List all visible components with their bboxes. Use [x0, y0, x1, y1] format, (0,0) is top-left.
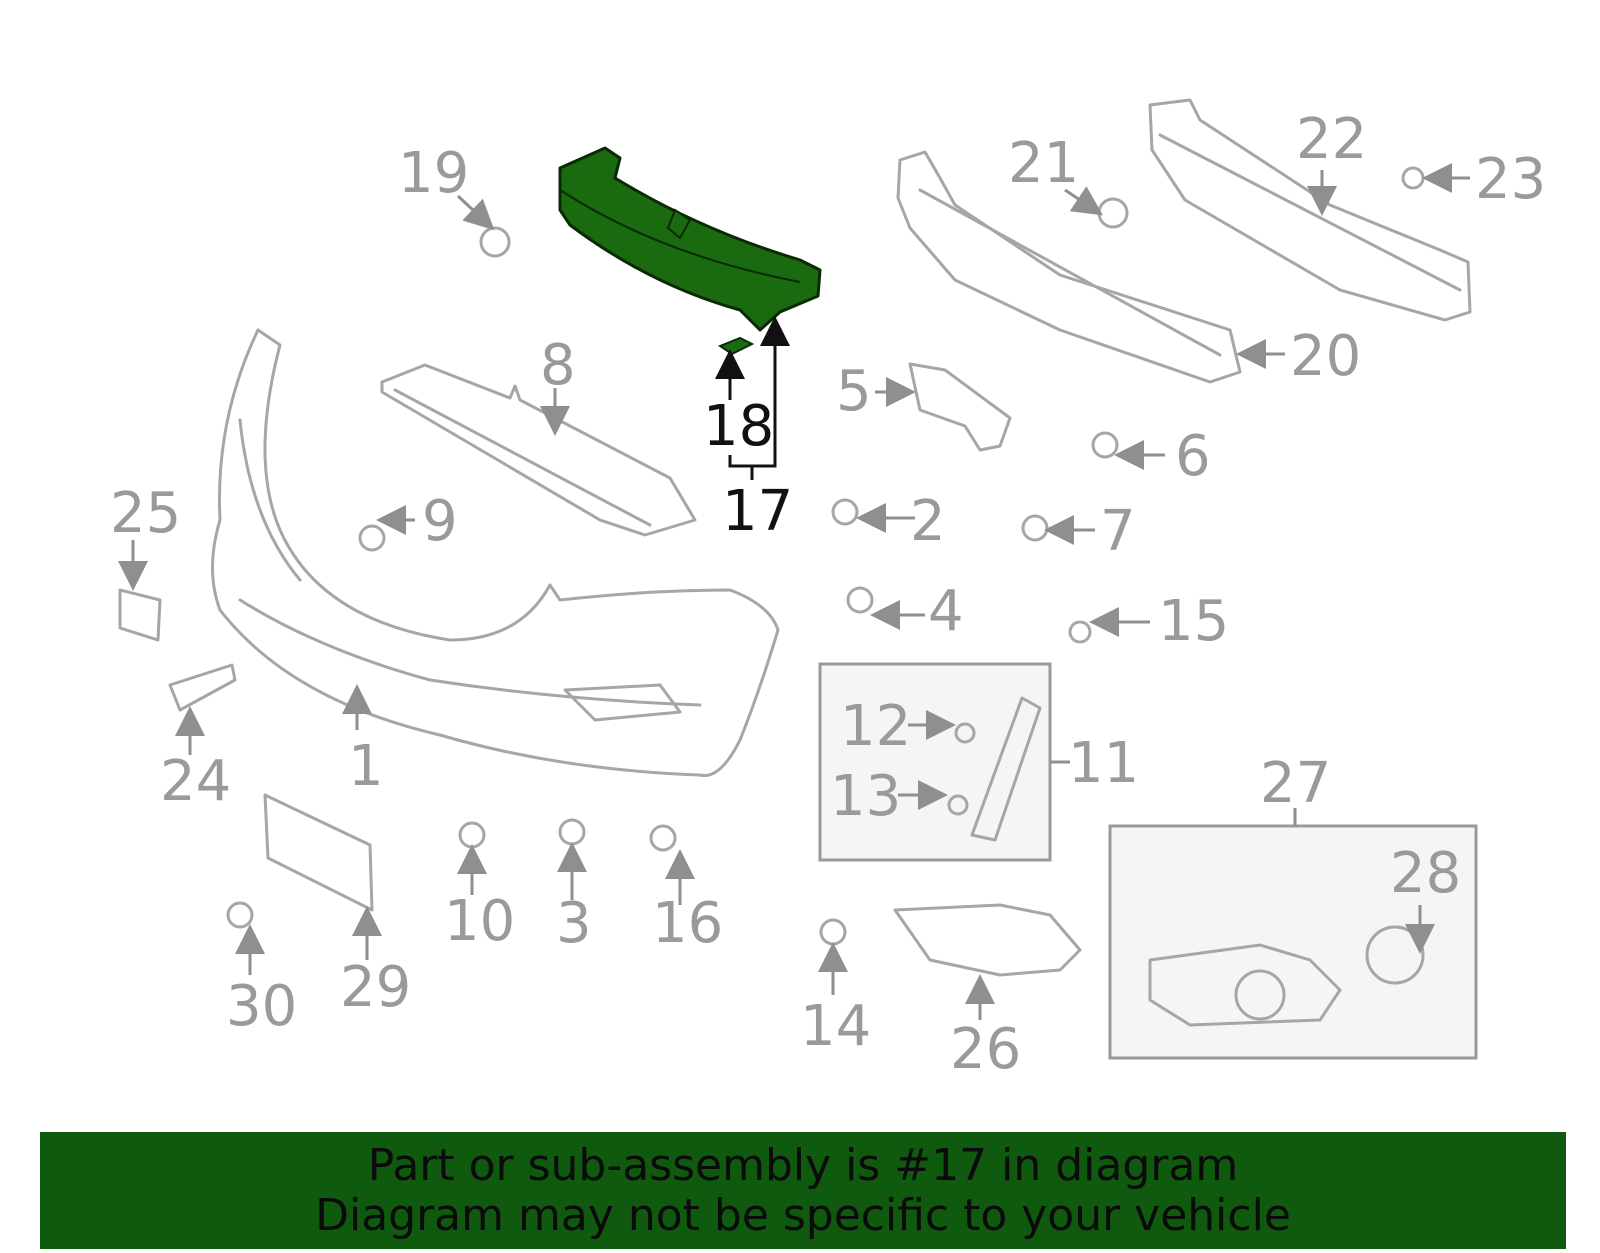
callout-27: 27 — [1260, 751, 1331, 816]
callout-23: 23 — [1475, 147, 1546, 212]
leader-lines — [118, 163, 1470, 1020]
part-20-reinforcement[interactable] — [896, 150, 1242, 384]
callout-6: 6 — [1175, 424, 1211, 489]
fasteners — [118, 166, 1425, 946]
callout-13: 13 — [830, 764, 901, 829]
callout-15: 15 — [1158, 589, 1229, 654]
callout-30: 30 — [226, 974, 297, 1039]
part-1-bumper-cover[interactable] — [211, 328, 780, 778]
part-29-license-bracket[interactable] — [263, 793, 374, 912]
callout-5: 5 — [836, 359, 872, 424]
callout-20: 20 — [1290, 324, 1361, 389]
part-17-energy-absorber[interactable] — [558, 146, 822, 332]
callout-25: 25 — [110, 481, 181, 546]
callout-8: 8 — [540, 333, 576, 398]
callout-24: 24 — [160, 749, 231, 814]
callout-18: 18 — [703, 394, 774, 459]
callout-2: 2 — [910, 489, 946, 554]
info-banner: Part or sub-assembly is #17 in diagram D… — [40, 1132, 1566, 1249]
callout-22: 22 — [1296, 107, 1367, 172]
callout-9: 9 — [422, 489, 458, 554]
part-11-box — [818, 662, 1052, 862]
callout-4: 4 — [928, 579, 964, 644]
callout-17: 17 — [722, 479, 793, 544]
part-26-bezel[interactable] — [893, 903, 1082, 977]
part-5-bracket[interactable] — [908, 362, 1012, 452]
callout-3: 3 — [556, 891, 592, 956]
banner-line-1: Part or sub-assembly is #17 in diagram — [367, 1139, 1239, 1191]
callout-11: 11 — [1068, 731, 1139, 796]
callout-labels: 1 2 3 4 5 6 7 8 9 10 11 12 13 14 15 16 1… — [110, 107, 1546, 1082]
part-18-clip[interactable] — [717, 336, 755, 356]
callout-7: 7 — [1100, 499, 1136, 564]
callout-1: 1 — [348, 734, 384, 799]
callout-19: 19 — [398, 141, 469, 206]
callout-21: 21 — [1008, 131, 1079, 196]
callout-14: 14 — [800, 994, 871, 1059]
part-8-deflector[interactable] — [380, 363, 697, 537]
callout-28: 28 — [1390, 841, 1461, 906]
callout-10: 10 — [444, 889, 515, 954]
leader-17-18 — [715, 316, 790, 480]
callout-26: 26 — [950, 1017, 1021, 1082]
callout-29: 29 — [340, 955, 411, 1020]
callout-12: 12 — [840, 694, 911, 759]
callout-16: 16 — [652, 891, 723, 956]
banner-line-2: Diagram may not be specific to your vehi… — [315, 1189, 1291, 1241]
